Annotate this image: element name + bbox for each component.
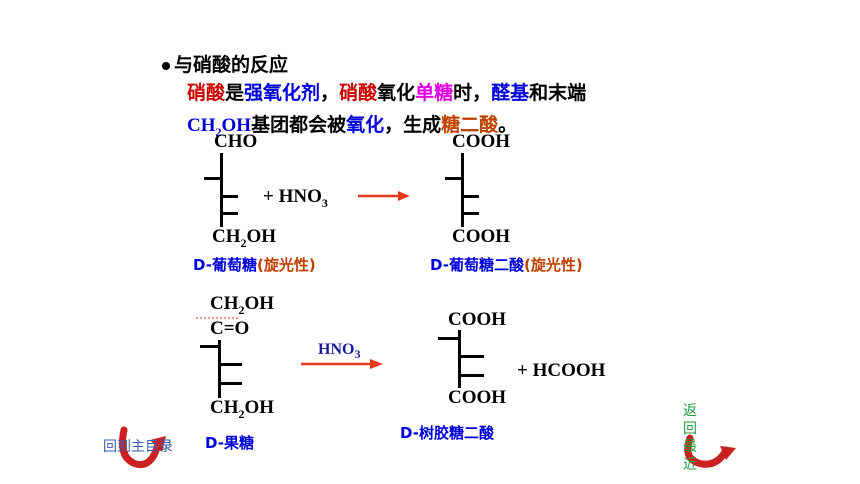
home-nav-arrow-icon[interactable] <box>119 426 167 469</box>
fructose-bottom-ch2oh: CH2OH <box>210 397 275 421</box>
desc-line1-segment: 硝酸 <box>187 82 226 104</box>
desc-line2-segment: 基团都会被 <box>251 114 347 136</box>
desc-line1-segment: 强氧化剂 <box>244 82 321 104</box>
desc-line1-segment: 是 <box>225 82 245 104</box>
back-char-4: 近 <box>683 457 697 473</box>
fructose-label: D-果糖 <box>205 434 254 452</box>
fructose-top-ch2oh: CH2OH <box>210 293 275 317</box>
fructose-keto-group: C=O <box>210 318 250 339</box>
desc-line1-segment: 和末端 <box>529 82 587 104</box>
fructose-right-bond-2 <box>218 382 242 385</box>
glucose-right-bond-1 <box>220 195 238 198</box>
fructose-right-bond-1 <box>218 363 242 366</box>
glucose-backbone <box>220 153 223 227</box>
reagent-hno3: + HNO3 <box>263 186 328 210</box>
arabinaric-left-bond <box>438 337 460 340</box>
glucose-right-bond-2 <box>220 212 238 215</box>
desc-line2-segment: 糖二酸 <box>441 114 499 136</box>
heading-text: 与硝酸的反应 <box>174 54 289 76</box>
fructose-left-bond <box>200 345 220 348</box>
glucaric-top-cooh: COOH <box>452 131 511 152</box>
back-char-2: 回 <box>683 421 697 437</box>
description-line-2: CH2OH基团都会被氧化，生成糖二酸。 <box>187 110 517 140</box>
back-char-3: 最 <box>683 439 697 455</box>
desc-line1-segment: 醛基 <box>491 82 530 104</box>
reaction-arrow-2 <box>301 359 383 369</box>
glucose-label: D-葡萄糖(旋光性) <box>193 256 316 274</box>
byproduct-hcooh: + HCOOH <box>517 360 606 381</box>
bullet-icon <box>162 61 170 70</box>
section-heading: 与硝酸的反应 <box>162 50 288 77</box>
glucaric-acid-label: D-葡萄糖二酸(旋光性) <box>430 256 583 274</box>
back-char-1: 返 <box>683 403 697 419</box>
glucose-left-bond <box>204 177 222 180</box>
glucose-cho: CHO <box>214 131 258 152</box>
glucaric-backbone <box>461 153 464 227</box>
glucaric-left-bond <box>445 177 463 180</box>
desc-line1-segment: 氧化 <box>377 82 416 104</box>
description-line-1: 硝酸是强氧化剂，硝酸氧化单糖时，醛基和末端 <box>187 78 586 105</box>
arabinaric-top-cooh: COOH <box>448 309 507 330</box>
desc-line1-segment: 硝酸 <box>339 82 378 104</box>
reagent-hno3-2: HNO3 <box>318 341 361 362</box>
arabinaric-right-bond-2 <box>458 374 484 377</box>
desc-line2-segment: 。 <box>498 114 518 136</box>
arabinaric-right-bond-1 <box>458 355 484 358</box>
desc-line1-segment: ， <box>320 82 340 104</box>
arabinaric-acid-label: D-树胶糖二酸 <box>400 424 494 442</box>
desc-line2-segment: ，生成 <box>384 114 442 136</box>
back-nav-arrow-icon[interactable] <box>684 434 736 468</box>
fructose-backbone <box>218 340 221 398</box>
glucaric-bottom-cooh: COOH <box>452 226 511 247</box>
desc-line1-segment: 时， <box>453 82 492 104</box>
desc-line1-segment: 单糖 <box>415 82 454 104</box>
arabinaric-backbone <box>458 330 461 388</box>
home-nav-link[interactable]: 回到主目录 <box>103 439 173 455</box>
glucaric-right-bond-2 <box>461 212 479 215</box>
ch2oh-formula: CH2OH <box>187 115 252 139</box>
reaction-arrow-1 <box>358 191 410 201</box>
glucose-ch2oh: CH2OH <box>212 226 277 250</box>
back-nav-link[interactable]: 返 回 最 近 <box>683 402 699 474</box>
glucaric-right-bond-1 <box>461 195 479 198</box>
desc-line2-segment: 氧化 <box>346 114 385 136</box>
arabinaric-bottom-cooh: COOH <box>448 387 507 408</box>
